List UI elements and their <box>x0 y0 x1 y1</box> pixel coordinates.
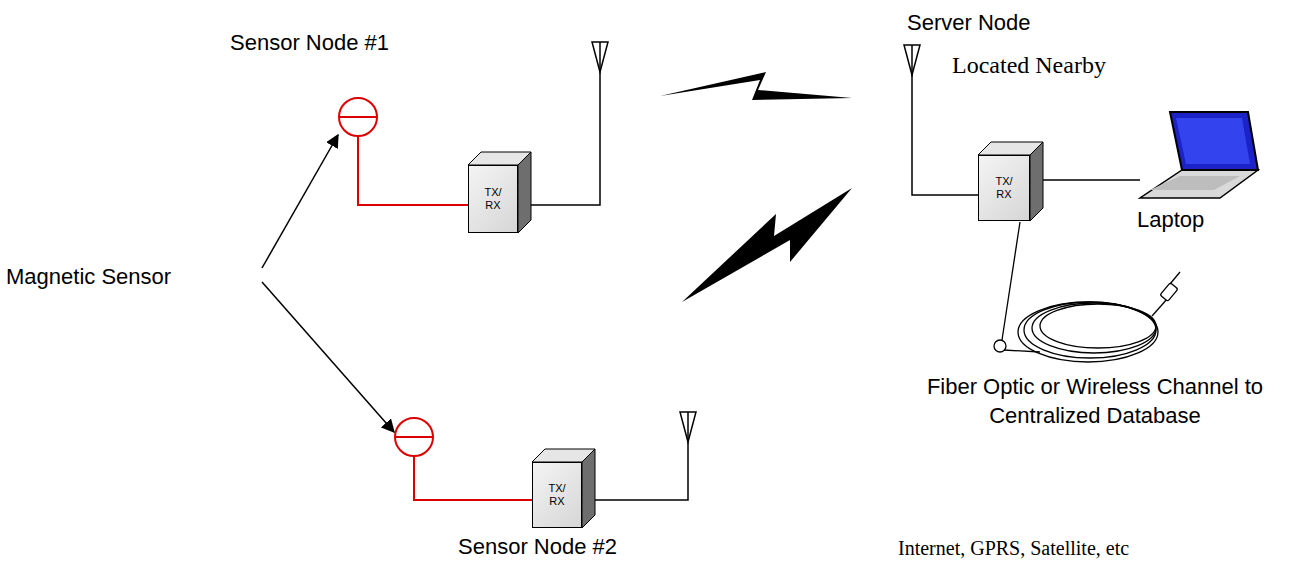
wireless-link-1 <box>660 72 852 100</box>
magnetic-sensor-1 <box>339 98 468 205</box>
text-label: Server Node <box>907 8 1031 37</box>
box-text: TX/ RX <box>990 175 1018 201</box>
wireless-link-2 <box>682 188 852 302</box>
text-label: Located Nearby <box>952 50 1106 81</box>
magnetic-sensor-2 <box>395 418 532 500</box>
text-label: Magnetic Sensor <box>6 262 171 291</box>
box-text: TX/ RX <box>479 186 507 212</box>
fiber-optic-cable <box>994 222 1180 362</box>
leader-arrow <box>262 135 338 268</box>
leader-arrow <box>262 282 394 432</box>
transceiver-box: TX/ RX <box>978 155 1030 221</box>
text-label: Sensor Node #2 <box>458 532 617 561</box>
text-label: Laptop <box>1137 205 1204 234</box>
text-label: Fiber Optic or Wireless Channel to Centr… <box>925 372 1265 430</box>
box-text: TX/ RX <box>543 482 571 508</box>
antenna-2 <box>582 412 696 500</box>
text-label: Internet, GPRS, Satellite, etc <box>898 535 1129 561</box>
laptop-icon <box>1140 112 1258 198</box>
text-label: Sensor Node #1 <box>230 28 389 57</box>
transceiver-box: TX/ RX <box>532 462 582 528</box>
transceiver-box: TX/ RX <box>468 165 518 233</box>
